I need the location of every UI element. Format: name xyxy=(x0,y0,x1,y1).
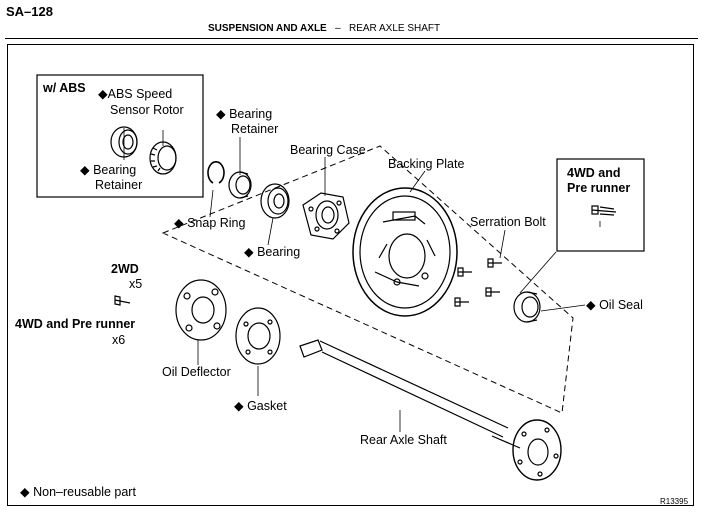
serration-bolt-label: Serration Bolt xyxy=(470,215,546,229)
backing-plate xyxy=(352,187,458,317)
non-reusable-legend: ◆ Non–reusable part xyxy=(20,485,136,499)
bearing-retainer xyxy=(228,171,252,199)
bearing-case-label: Bearing Case xyxy=(290,143,366,157)
bearing-retainer-label-2: Retainer xyxy=(231,122,279,136)
diagram-frame xyxy=(7,44,694,506)
fourwd-bolt xyxy=(591,205,617,216)
abs-sensor-rotor xyxy=(149,141,177,175)
abs-bearing-retainer-label: ◆ Bearing xyxy=(80,163,137,177)
rear-axle-shaft-label: Rear Axle Shaft xyxy=(360,433,447,447)
oil-deflector xyxy=(175,279,227,341)
figure-code: R13395 xyxy=(660,497,689,506)
fourwd-qty: x6 xyxy=(112,333,126,347)
bearing-case xyxy=(302,192,350,240)
assembly-outline xyxy=(161,145,574,414)
header-rule xyxy=(5,38,698,39)
abs-sensor-rotor-label: ◆ABS Speed xyxy=(98,87,173,101)
gasket-label: ◆ Gasket xyxy=(234,399,287,413)
snap-ring xyxy=(207,161,225,184)
serration-bolts xyxy=(454,258,502,307)
gasket xyxy=(235,307,281,365)
fourwd-label: 4WD and Pre runner xyxy=(15,317,136,331)
page-number: SA–128 xyxy=(6,4,53,19)
fourwd-box-title-2: Pre runner xyxy=(567,181,631,195)
section-header: SUSPENSION AND AXLE – REAR AXLE SHAFT xyxy=(208,23,440,34)
fourwd-inset-box xyxy=(556,158,645,252)
header-separator: – xyxy=(335,23,341,34)
section-title: SUSPENSION AND AXLE xyxy=(208,23,327,34)
snap-ring-label: ◆ Snap Ring xyxy=(174,216,246,230)
bearing xyxy=(260,183,290,219)
oil-deflector-label: Oil Deflector xyxy=(162,365,231,379)
leader-lines xyxy=(123,128,601,432)
oil-seal xyxy=(513,291,541,323)
rear-axle-shaft xyxy=(299,339,562,481)
bearing-label: ◆ Bearing xyxy=(244,245,301,259)
subsection-title: REAR AXLE SHAFT xyxy=(348,23,441,34)
abs-bearing-retainer-label-2: Retainer xyxy=(95,178,143,192)
oil-seal-label: ◆ Oil Seal xyxy=(586,298,643,312)
hub-bolt xyxy=(114,295,131,306)
abs-inset-box xyxy=(36,74,204,198)
abs-box-title: w/ ABS xyxy=(43,81,86,95)
abs-sensor-rotor-label-2: Sensor Rotor xyxy=(110,103,184,117)
twowd-qty: x5 xyxy=(129,277,143,291)
fourwd-box-title: 4WD and xyxy=(567,166,621,180)
twowd-label: 2WD xyxy=(111,262,139,276)
bearing-retainer-label: ◆ Bearing xyxy=(216,107,273,121)
backing-plate-label: Backing Plate xyxy=(388,157,465,171)
